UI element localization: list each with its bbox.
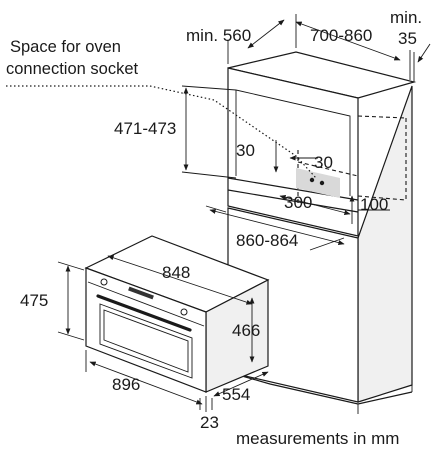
socket-label-line2: connection socket [6, 60, 138, 78]
socket-label-line1: Space for oven [10, 38, 121, 56]
dim-30-left: 30 [236, 141, 255, 160]
dim-300: 300 [284, 193, 312, 212]
dim-896: 896 [112, 375, 140, 394]
dim-700-860: 700-860 [310, 26, 372, 45]
dim-35: 35 [398, 29, 417, 48]
connection-socket-area [296, 168, 340, 198]
dim-min-560: min. 560 [186, 26, 251, 45]
dim-471-473: 471-473 [114, 119, 176, 138]
dim-848: 848 [162, 263, 190, 282]
labels: Space for oven connection socket min. 56… [6, 8, 422, 448]
dim-30-right: 30 [314, 153, 333, 172]
dim-23: 23 [200, 413, 219, 432]
dim-860-864: 860-864 [236, 231, 298, 250]
dim-554: 554 [222, 385, 250, 404]
dim-min-label: min. [390, 8, 422, 27]
units-note: measurements in mm [236, 429, 399, 448]
dim-466: 466 [232, 321, 260, 340]
dim-475: 475 [20, 291, 48, 310]
dim-100: 100 [360, 195, 388, 214]
dimension-lines [6, 14, 431, 412]
